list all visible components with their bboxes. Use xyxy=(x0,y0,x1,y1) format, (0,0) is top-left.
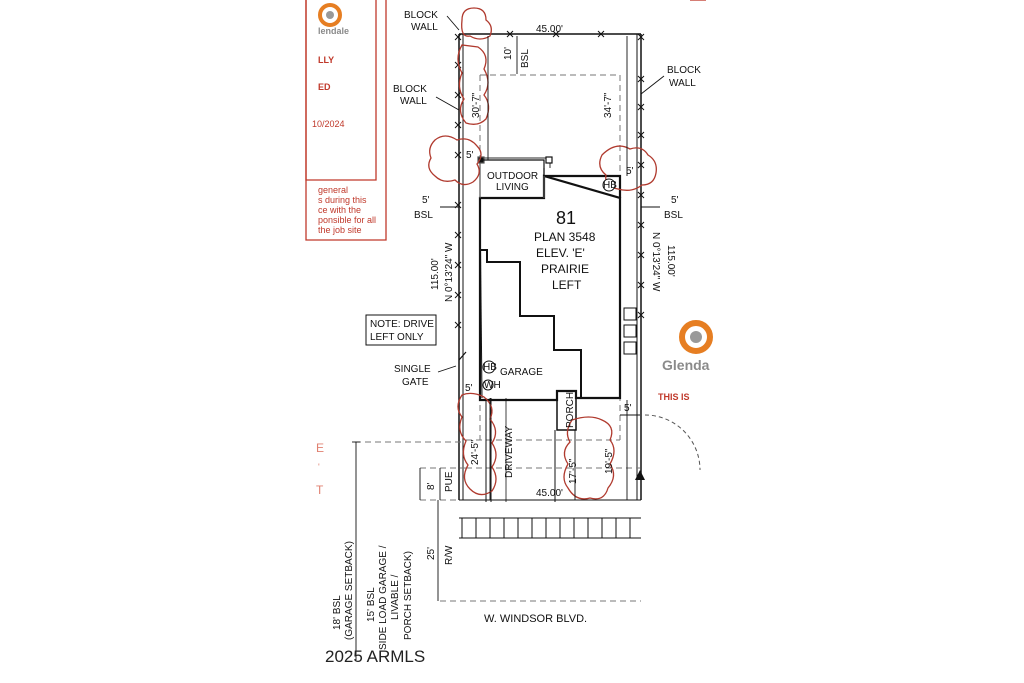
left-rear-dim: 30'-7" xyxy=(471,92,482,118)
gate-icon xyxy=(458,351,467,361)
left-info-card: lendale LLY ED 10/2024 general s during … xyxy=(305,0,387,497)
left-front-dim: 24'-5" xyxy=(470,439,481,465)
left-card-note-3: ponsible for all xyxy=(318,215,376,225)
right-bearing: N 0°13'24" W xyxy=(650,232,661,292)
porch-front-dim: 17'-5" xyxy=(568,458,579,484)
setback-18-line2: (GARAGE SETBACK) xyxy=(344,541,355,640)
water-heater-icon: WH xyxy=(482,379,501,391)
left-length: 115.00' xyxy=(430,258,441,290)
dimension-lines xyxy=(352,36,660,660)
block-wall-1-line2: WALL xyxy=(411,22,438,33)
right-front-dim: 19'-5" xyxy=(604,448,615,474)
hose-bib-icon: HB xyxy=(602,178,617,192)
left-card-line2: ED xyxy=(318,82,331,92)
entry-arc xyxy=(644,414,701,471)
right-card-warning: THIS IS xyxy=(658,392,690,402)
watermark: 2025 ARMLS xyxy=(325,647,425,666)
note-drive-box: NOTE: DRIVE LEFT ONLY xyxy=(365,314,437,346)
setback-15-line2: SIDE LOAD GARAGE / xyxy=(378,545,389,650)
lot-elevation: ELEV. 'E' xyxy=(536,246,585,260)
block-wall-2-line2: WALL xyxy=(400,96,427,107)
bottom-width: 45.00' xyxy=(536,488,563,499)
small-5-b: 5' xyxy=(626,166,634,177)
svg-text:HB: HB xyxy=(483,362,497,373)
right-rear-dim: 34'-7" xyxy=(603,92,614,118)
left-side-bsl: 5' xyxy=(422,195,430,206)
north-arrow-icon xyxy=(635,470,645,480)
trees xyxy=(428,7,657,500)
glendale-logo-right-icon xyxy=(679,320,713,354)
left-card-note-4: the job site xyxy=(318,225,362,235)
hose-bib-garage-icon: HB xyxy=(482,360,497,374)
left-card-note-0: general xyxy=(318,185,348,195)
right-length: 115.00' xyxy=(665,245,676,277)
outdoor-living-label-2: LIVING xyxy=(496,182,529,193)
porch-label: PORCH xyxy=(565,392,576,428)
meter-icon xyxy=(623,307,637,355)
lot-orientation: LEFT xyxy=(552,278,582,292)
driveway-label: DRIVEWAY xyxy=(504,425,515,478)
svg-text:E: E xyxy=(316,441,324,455)
right-bsl-label: BSL xyxy=(664,210,683,221)
pue-label: PUE xyxy=(444,471,455,492)
rw-label: R/W xyxy=(444,545,455,565)
lot-label: 81 PLAN 3548 ELEV. 'E' PRAIRIE LEFT xyxy=(534,208,596,292)
block-wall-marks xyxy=(454,30,645,329)
property-boundary xyxy=(458,33,642,501)
rw-depth: 25' xyxy=(426,547,437,560)
block-wall-1-line1: BLOCK xyxy=(404,10,438,21)
leader-lines xyxy=(435,15,665,373)
left-card-note-2: ce with the xyxy=(318,205,361,215)
lot-number: 81 xyxy=(556,208,576,228)
setback-15-line4: PORCH SETBACK) xyxy=(403,551,414,640)
right-logo-text: Glenda xyxy=(662,357,710,373)
glendale-logo-icon xyxy=(318,3,342,27)
left-card-line1: LLY xyxy=(318,55,334,65)
small-5-d: 5' xyxy=(624,403,632,414)
left-logo-text: lendale xyxy=(318,26,349,36)
block-wall-3-line2: WALL xyxy=(669,78,696,89)
note-drive-line1: NOTE: DRIVE xyxy=(370,319,434,330)
left-card-note-1: s during this xyxy=(318,195,367,205)
lot-style: PRAIRIE xyxy=(541,262,589,276)
pue-depth: 8' xyxy=(426,482,437,490)
top-width: 45.00' xyxy=(536,24,563,35)
driveway-lines xyxy=(485,398,556,502)
svg-text:': ' xyxy=(318,462,320,472)
street-name: W. WINDSOR BLVD. xyxy=(484,613,587,625)
setback-18-line1: 18' BSL xyxy=(332,595,343,630)
single-gate-line1: SINGLE xyxy=(394,364,431,375)
right-side-bsl: 5' xyxy=(671,195,679,206)
left-card-date: 10/2024 xyxy=(312,119,345,129)
svg-text:HB: HB xyxy=(603,180,617,191)
rear-setback: 10' xyxy=(503,47,514,60)
svg-text:T: T xyxy=(316,483,324,497)
sidewalk xyxy=(459,517,641,539)
small-5-a: 5' xyxy=(466,150,474,161)
small-5-c: 5' xyxy=(465,383,473,394)
block-wall-2-line1: BLOCK xyxy=(393,84,427,95)
rear-setback-label: BSL xyxy=(520,49,531,68)
setback-15-line1: 15' BSL xyxy=(366,587,377,622)
single-gate-line2: GATE xyxy=(402,377,429,388)
left-bearing: N 0°13'24" W xyxy=(444,242,455,302)
outdoor-living-label-1: OUTDOOR xyxy=(487,171,538,182)
right-info-card: Glenda THIS IS xyxy=(658,0,713,402)
lot-plan: PLAN 3548 xyxy=(534,230,596,244)
block-wall-3-line1: BLOCK xyxy=(667,65,701,76)
svg-text:WH: WH xyxy=(484,380,501,391)
note-drive-line2: LEFT ONLY xyxy=(370,332,424,343)
garage-label: GARAGE xyxy=(500,367,543,378)
house-footprint xyxy=(478,174,622,431)
setback-15-line3: LIVABLE / xyxy=(390,574,401,620)
left-bsl-label: BSL xyxy=(414,210,433,221)
